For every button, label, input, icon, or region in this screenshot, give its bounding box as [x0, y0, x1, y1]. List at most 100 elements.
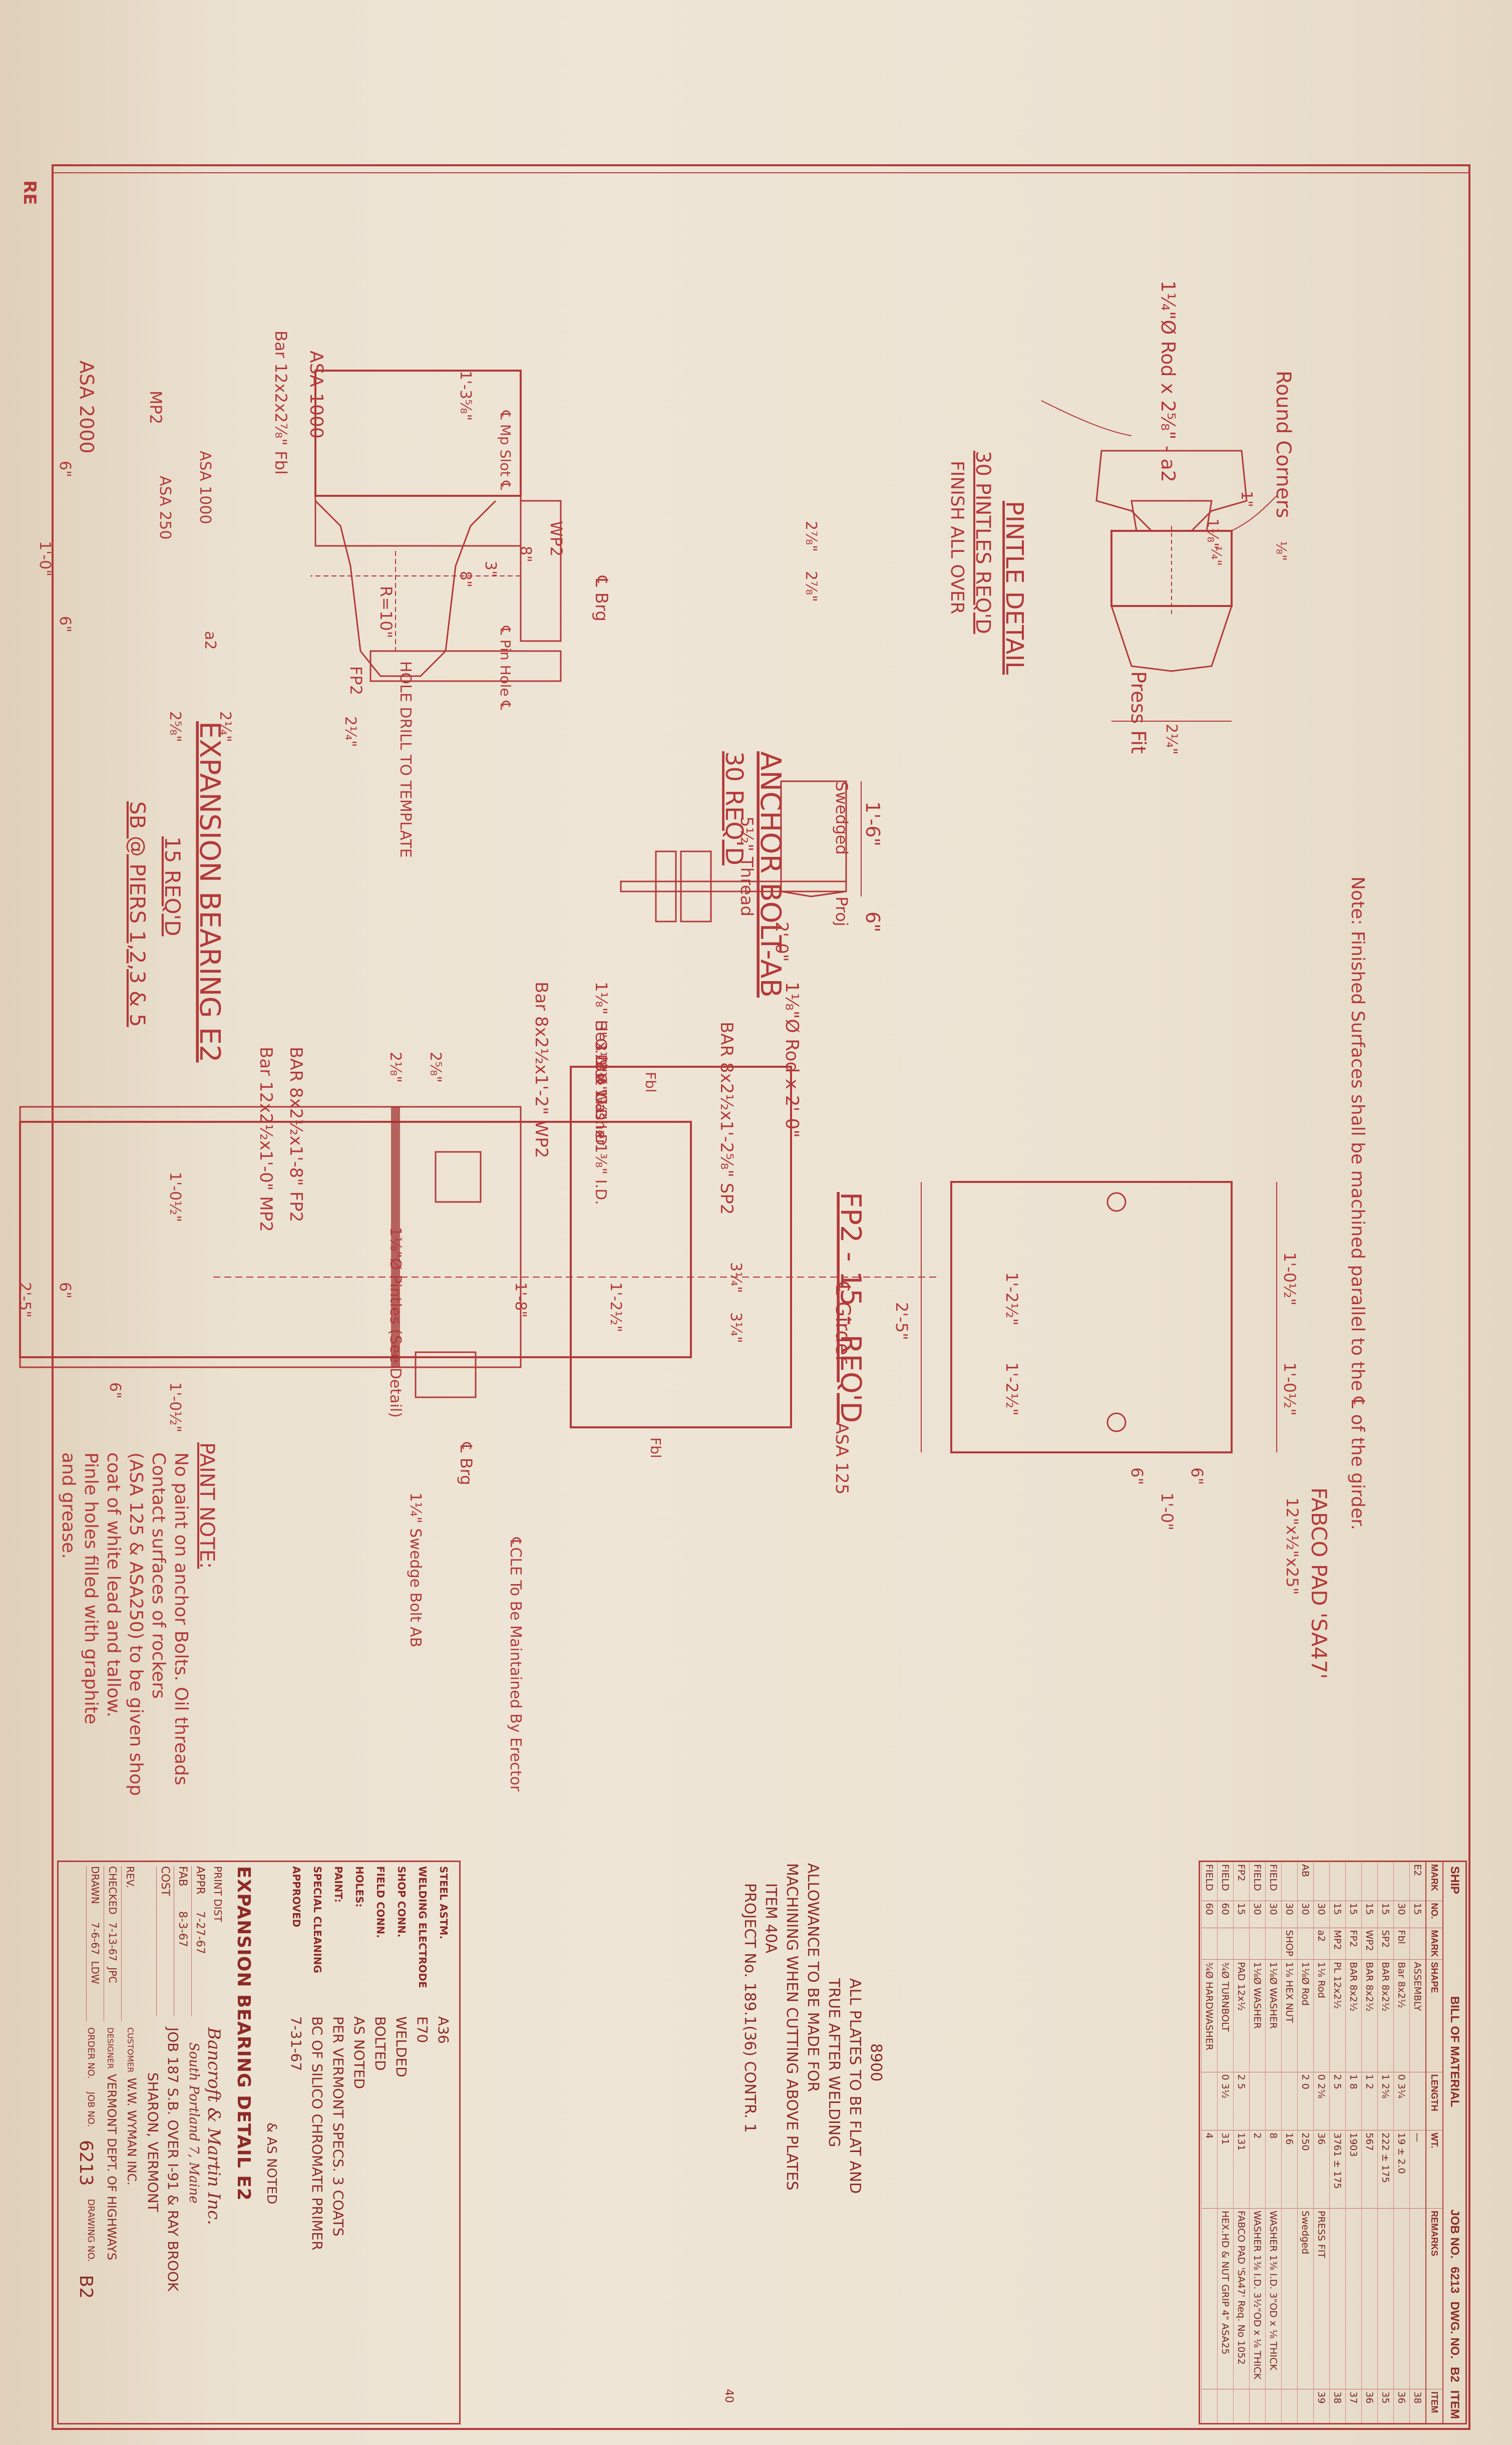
bom-cell-wt: 8	[1266, 2130, 1281, 2209]
bom-cell-pm: MP2	[1330, 1928, 1345, 1960]
bom-cell-pm	[1298, 1928, 1313, 1960]
bearing-top-label-0: MP2	[146, 391, 165, 424]
press-fit-label: Press Fit	[1126, 671, 1150, 754]
bom-col-mark: MARK	[1426, 1862, 1442, 1901]
bom-cell-shape: ASSEMBLY	[1410, 1960, 1425, 2072]
bom-cell-wt: 567	[1362, 2130, 1377, 2209]
bom-cell-wt: 16	[1282, 2130, 1297, 2209]
bom-cell-shape: 1⅛Ø WASHER	[1266, 1960, 1281, 2072]
bom-cell-length: 0 3¼	[1394, 2072, 1409, 2131]
asa250-label: ASA 250	[156, 476, 174, 539]
bom-cell-mark	[1346, 1862, 1361, 1901]
fp2-dim-5: 6"	[1188, 1467, 1207, 1485]
bom-cell-no: 30	[1282, 1901, 1297, 1928]
bom-cell-wt: 2	[1250, 2130, 1265, 2209]
bom-header: SHIP BILL OF MATERIAL JOB NO. 6213 DWG. …	[1442, 1862, 1465, 2423]
bom-cell-pm: SHOP	[1282, 1928, 1297, 1960]
bom-cell-length	[1410, 2072, 1425, 2131]
bom-cell-no: 30	[1298, 1901, 1313, 1928]
bom-job: 6213	[1448, 2266, 1461, 2294]
bom-cell-remarks: HEX.HD & NUT GRIP 4" ASA25	[1218, 2209, 1233, 2390]
paint-note-line-2: (ASA 125 & ASA250) to be given shop	[126, 1452, 146, 1796]
bom-cell-length: 2 5	[1330, 2072, 1345, 2131]
bearing-top-label-3: a2	[201, 631, 219, 650]
pintle-dim-5: 2¼"	[1163, 724, 1180, 755]
bom-col-length: LENGTH	[1426, 2072, 1442, 2131]
pintle-rod: 1¼"Ø Rod x 2⅝" - a2	[1157, 280, 1179, 482]
bom-cell-shape: BAR 8x2½	[1362, 1960, 1377, 2072]
bearing-top-dim-2: 6"	[56, 461, 74, 477]
bearing-main-dim-6: 2'-5"	[16, 1282, 34, 1318]
bom-table: SHIP BILL OF MATERIAL JOB NO. 6213 DWG. …	[1199, 1861, 1467, 2424]
paint-note-line-1: Contact surfaces of rockers	[148, 1452, 169, 1699]
bearing-top-dim-4: 2¼"	[216, 711, 234, 742]
bom-cell-remarks	[1202, 2209, 1217, 2390]
bom-cell-item: 38	[1332, 2391, 1343, 2404]
bom-job-label: JOB NO.	[1448, 2209, 1461, 2259]
bearing-main-dim-7: 1'-8"	[512, 1282, 529, 1318]
bom-column-headers: MARK NO. MARK SHAPE LENGTH WT. REMARKS I…	[1425, 1862, 1442, 2423]
bom-cell-mark: FIELD	[1266, 1862, 1281, 1901]
bom-title: BILL OF MATERIAL	[1448, 1996, 1461, 2107]
bom-col-shape: SHAPE	[1426, 1960, 1442, 2072]
bom-cell-remarks: FABCO PAD 'SA47' Req. No 1052	[1234, 2209, 1249, 2390]
bom-cell-mark	[1362, 1862, 1377, 1901]
fp2-dim-4: 1'-2½"	[1002, 1362, 1021, 1416]
anchor-label-0: Swedged	[832, 781, 851, 855]
fabco-pad-label: FABCO PAD 'SA47'	[1307, 1487, 1331, 1679]
bom-cell-pm: SP2	[1378, 1928, 1393, 1960]
bom-cell-wt: 131	[1234, 2130, 1249, 2209]
bearing-top-dim-0: 1'-3⅝"	[457, 371, 474, 421]
bearing-main-label-6: ℄ Brg	[457, 1442, 476, 1485]
bearing-main-dim-5: 1'-0½"	[166, 1382, 184, 1432]
bom-cell-wt: 4	[1202, 2130, 1217, 2209]
bom-cell-no: 60	[1218, 1901, 1233, 1928]
paint-note-line-3: coat of white lead and tallow.	[103, 1452, 124, 1717]
bearing-top-dim-3: 6"	[56, 616, 74, 633]
bom-cell-remarks	[1346, 2209, 1361, 2390]
bearing-top-dim-5: 2⅝"	[166, 711, 184, 742]
bar1-label: Bar 12x2x2⅞" Fbl	[271, 331, 290, 475]
anchor-washer-0: 3"O.D. x 1⅜" I.D.	[592, 1022, 609, 1150]
paint-note-line-5: and grease.	[58, 1452, 79, 1559]
bom-cell-no: 15	[1378, 1901, 1393, 1928]
bom-cell-mark	[1314, 1862, 1329, 1901]
bom-cell-mark	[1394, 1862, 1409, 1901]
bom-cell-item	[1282, 2389, 1297, 2423]
bom-dwg-label: DWG. NO.	[1448, 2301, 1461, 2359]
bom-cell-mark	[1330, 1862, 1345, 1901]
bom-cell-shape: BAR 8x2½	[1346, 1960, 1361, 2072]
bom-cell-wt: 19 ± 2.0	[1394, 2130, 1409, 2209]
bom-cell-pm	[1410, 1928, 1425, 1960]
bom-cell-shape: Bar 8x2½	[1394, 1960, 1409, 2072]
bom-col-wt: WT.	[1426, 2130, 1442, 2209]
bearing-main-label-2: Bar 8x2½x1'-2" WP2	[531, 982, 551, 1158]
anchor-qty: 30 REQ'D	[720, 751, 748, 865]
pintle-qty: 30 PINTLES REQ'D	[971, 451, 994, 634]
bom-cell-shape: PL 12x2½	[1330, 1960, 1345, 2072]
bom-ship-label: SHIP	[1448, 1866, 1461, 1895]
bom-cell-pm: FP2	[1346, 1928, 1361, 1960]
bearing-top-label-6: HOLE DRILL TO TEMPLATE	[397, 661, 414, 858]
bearing-caption-qty: 15 REQ'D	[160, 836, 185, 936]
bom-cell-wt: 222 ± 175	[1378, 2130, 1393, 2209]
bearing-top-dim-11: 2¼"	[341, 716, 359, 747]
fp2-dim-7: 1'-0"	[1158, 1492, 1177, 1531]
bearing-top-label-8: ℄ Pin Hole ℄	[497, 626, 514, 710]
anchor-washer-2: 3½"O.D. x 1⅜" I.D.	[592, 1062, 609, 1205]
paint-note-title: PAINT NOTE:	[195, 1442, 218, 1569]
anchor-title: ANCHOR BOLT-AB	[754, 751, 787, 998]
bom-cell-no: 15	[1346, 1901, 1361, 1928]
anchor-dim-2: 2'-0"	[772, 922, 792, 962]
bearing-main-dim-8: 1'-2½"	[607, 1282, 624, 1332]
asa1000b-label: ASA 1000	[196, 451, 214, 524]
anchor-dim-1: 6"	[862, 911, 884, 933]
bom-cell-remarks: WASHER 1⅜ I.D. 3"OD x ⅛ THICK	[1266, 2209, 1281, 2390]
bom-cell-wt: 36	[1314, 2130, 1329, 2209]
